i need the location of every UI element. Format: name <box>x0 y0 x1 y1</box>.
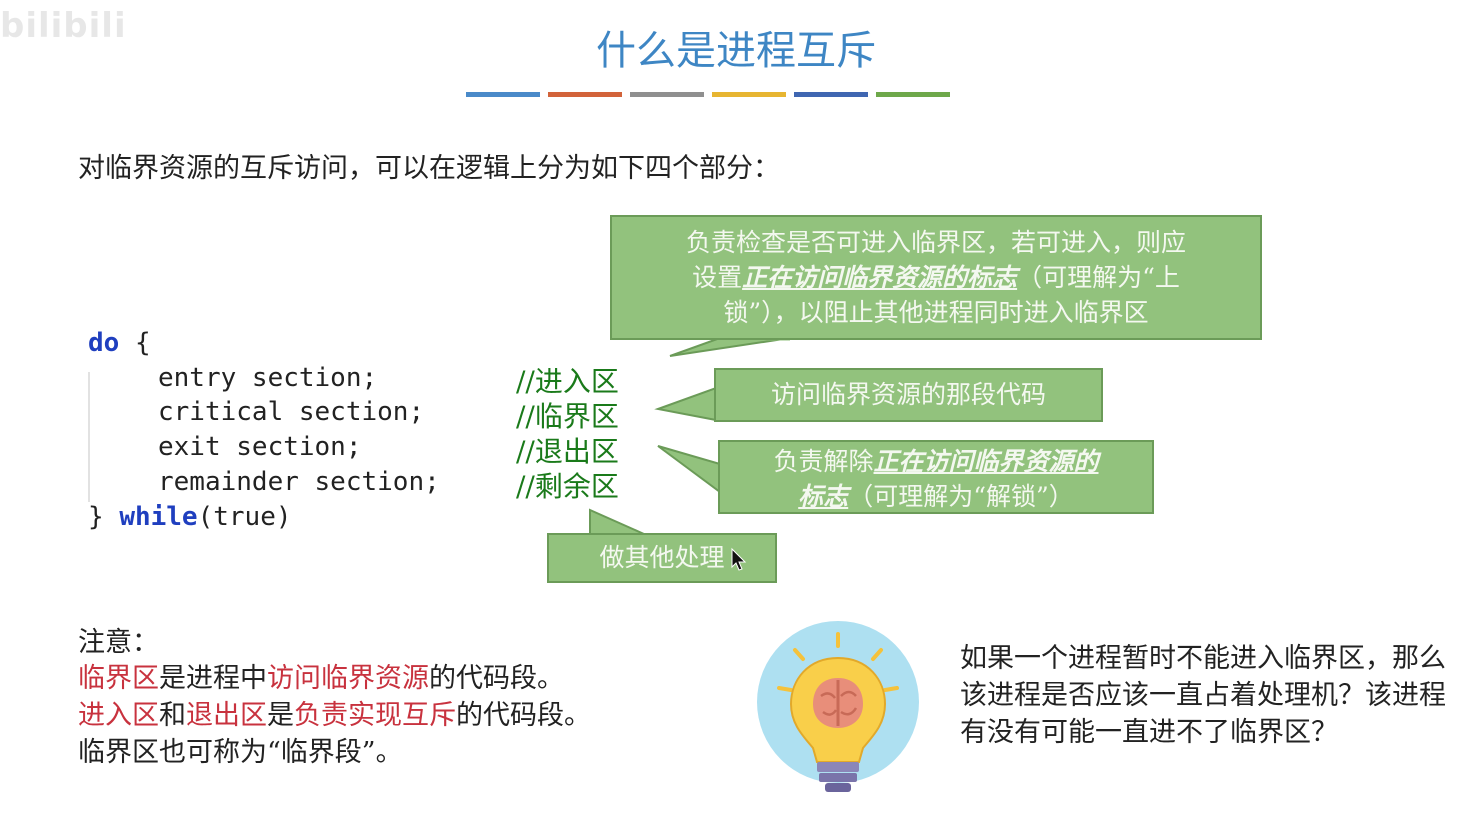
mouse-cursor-icon <box>731 547 747 571</box>
callout-exit-line2-post: （可理解为“解锁”） <box>848 482 1074 511</box>
note-line-2: 进入区和退出区是负责实现互斥的代码段。 <box>78 693 591 732</box>
note-line2-text-b: 和 <box>159 700 186 731</box>
title-stripe-1 <box>466 92 540 97</box>
code-guide-line <box>88 372 90 502</box>
callout-entry-flag-term: 正在访问临界资源的标志 <box>742 263 1018 292</box>
callout-exit-line2: 标志（可理解为“解锁”） <box>720 479 1152 514</box>
code-while-line: } while(true) <box>88 502 292 532</box>
while-condition: (true) <box>197 502 292 532</box>
callout-exit-flag-term-end: 标志 <box>798 482 849 511</box>
callout-exit-line1-pre: 负责解除 <box>773 447 874 476</box>
lightbulb-brain-icon <box>757 621 919 792</box>
note-term-critical-section: 临界区 <box>78 663 159 694</box>
title-stripe-5 <box>794 92 868 97</box>
intro-text: 对临界资源的互斥访问，可以在逻辑上分为如下四个部分： <box>78 153 780 184</box>
title-stripe-4 <box>712 92 786 97</box>
code-line-remainder: remainder section; <box>158 467 440 497</box>
watermark: bilibili <box>0 6 127 46</box>
note-term-mutual-exclusion: 负责实现互斥 <box>294 700 456 731</box>
callout-entry-section: 负责检查是否可进入临界区，若可进入，则应 设置正在访问临界资源的标志（可理解为“… <box>610 215 1262 340</box>
note-term-access-resource: 访问临界资源 <box>267 663 429 694</box>
title-stripe-6 <box>876 92 950 97</box>
callout-entry-line1: 负责检查是否可进入临界区，若可进入，则应 <box>685 228 1186 257</box>
title-stripe-3 <box>630 92 704 97</box>
keyword-while: while <box>119 502 198 532</box>
comment-exit: //退出区 <box>516 435 619 468</box>
comment-critical: //临界区 <box>516 400 619 433</box>
title-stripe-2 <box>548 92 622 97</box>
code-line-entry: entry section; <box>158 363 378 393</box>
comment-entry: //进入区 <box>516 365 619 398</box>
tail-entry <box>669 337 791 357</box>
note-line2-text-d: 是 <box>267 700 294 731</box>
note-line1-text-d: 的代码段。 <box>429 663 564 694</box>
note-line-1: 临界区是进程中访问临界资源的代码段。 <box>78 656 564 695</box>
callout-exit-section: 负责解除正在访问临界资源的 标志（可理解为“解锁”） <box>718 440 1154 514</box>
keyword-do: do <box>88 328 120 358</box>
comment-remainder: //剩余区 <box>516 470 619 503</box>
slide-title: 什么是进程互斥 <box>596 28 876 74</box>
note-line1-text-b: 是进程中 <box>159 663 267 694</box>
callout-entry-line2: 设置正在访问临界资源的标志（可理解为“上 <box>612 260 1260 295</box>
callout-exit-flag-term: 正在访问临界资源的 <box>873 447 1099 476</box>
note-term-exit-section: 退出区 <box>186 700 267 731</box>
callout-critical-section: 访问临界资源的那段代码 <box>714 368 1103 422</box>
callout-entry-line2-pre: 设置 <box>692 263 743 292</box>
tail-remainder <box>589 508 645 535</box>
code-line-exit: exit section; <box>158 432 362 462</box>
tail-exit <box>657 445 721 494</box>
callout-exit-line1: 负责解除正在访问临界资源的 <box>720 444 1152 479</box>
close-brace: } <box>88 502 120 532</box>
tail-critical <box>654 386 717 422</box>
code-do-line: do { <box>88 328 151 358</box>
question-text: 如果一个进程暂时不能进入临界区，那么该进程是否应该一直占着处理机？该进程有没有可… <box>960 643 1446 748</box>
callout-entry-line3: 锁”），以阻止其他进程同时进入临界区 <box>723 298 1149 327</box>
note-term-entry-section: 进入区 <box>78 700 159 731</box>
note-line-3: 临界区也可称为“临界段”。 <box>78 737 403 768</box>
note-heading: 注意： <box>78 627 159 658</box>
open-brace: { <box>119 328 151 358</box>
note-line2-text-f: 的代码段。 <box>456 700 591 731</box>
callout-entry-line2-post: （可理解为“上 <box>1017 263 1180 292</box>
code-line-critical: critical section; <box>158 397 425 427</box>
